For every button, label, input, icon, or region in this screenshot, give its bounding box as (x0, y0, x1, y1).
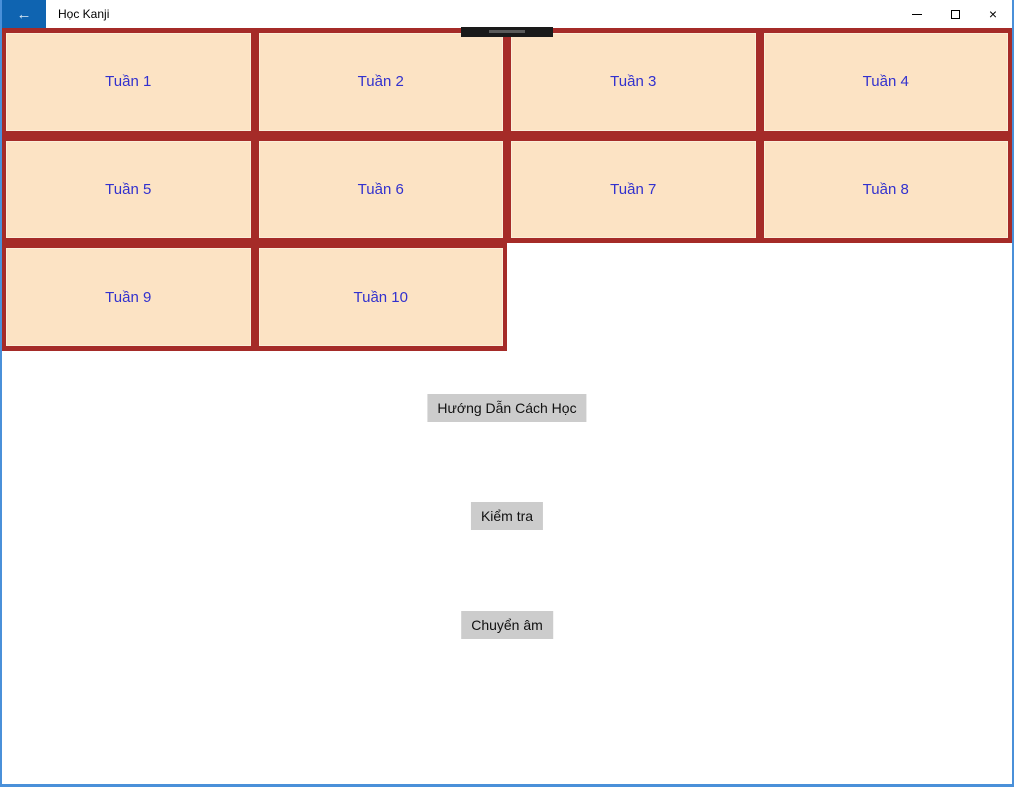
close-icon: × (988, 6, 998, 22)
minimize-icon (912, 13, 922, 15)
guide-button[interactable]: Hướng Dẫn Cách Học (427, 394, 587, 422)
test-button[interactable]: Kiểm tra (470, 502, 544, 530)
window-controls: × (898, 0, 1012, 28)
tile-tuan-3[interactable]: Tuần 3 (507, 28, 760, 136)
title-bar: ← Học Kanji × (2, 0, 1012, 28)
main-content: Tuần 1 Tuần 2 Tuần 3 Tuần 4 Tuần 5 Tuần … (2, 27, 1012, 784)
maximize-icon (950, 9, 960, 19)
drag-handle[interactable] (461, 27, 553, 37)
tile-tuan-7[interactable]: Tuần 7 (507, 135, 760, 244)
tile-tuan-2[interactable]: Tuần 2 (254, 28, 507, 136)
tile-tuan-4[interactable]: Tuần 4 (759, 28, 1012, 136)
close-button[interactable]: × (974, 0, 1012, 28)
back-arrow-icon: ← (16, 5, 32, 23)
tile-tuan-9[interactable]: Tuần 9 (2, 243, 255, 351)
window-title: Học Kanji (58, 7, 110, 21)
back-button[interactable]: ← (2, 0, 46, 28)
tile-tuan-8[interactable]: Tuần 8 (759, 135, 1012, 244)
convert-sound-button[interactable]: Chuyển âm (461, 611, 553, 639)
tile-tuan-10[interactable]: Tuần 10 (254, 243, 507, 351)
maximize-button[interactable] (936, 0, 974, 28)
tile-tuan-5[interactable]: Tuần 5 (2, 135, 255, 244)
minimize-button[interactable] (898, 0, 936, 28)
tile-tuan-6[interactable]: Tuần 6 (254, 135, 507, 244)
tile-tuan-1[interactable]: Tuần 1 (2, 28, 255, 136)
drag-handle-grip-icon (489, 30, 525, 33)
week-grid: Tuần 1 Tuần 2 Tuần 3 Tuần 4 Tuần 5 Tuần … (2, 28, 1012, 351)
